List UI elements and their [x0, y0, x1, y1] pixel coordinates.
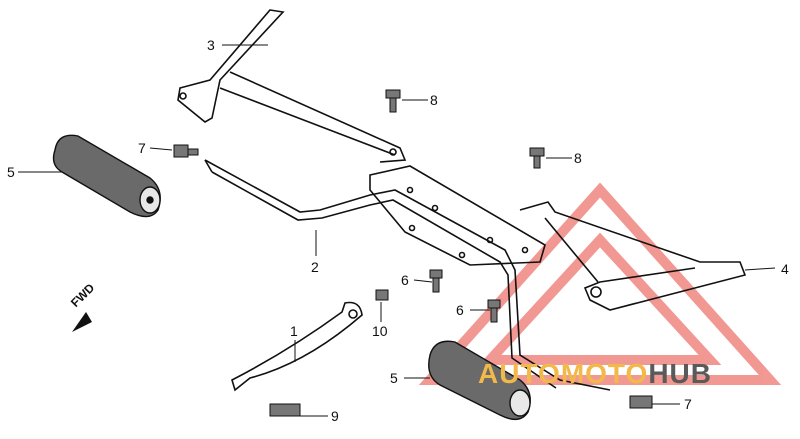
callout-5-bottom: 5 — [390, 370, 398, 386]
callout-6-upper: 6 — [401, 272, 409, 288]
lower-stay-part — [231, 301, 363, 392]
spring-9 — [269, 403, 301, 417]
callout-6-lower: 6 — [456, 302, 464, 318]
callout-8-upper: 8 — [430, 92, 438, 108]
callout-8-right: 8 — [574, 150, 582, 166]
bolt-8-right — [529, 147, 545, 169]
callout-10: 10 — [372, 323, 388, 339]
watermark-part2: HUB — [648, 358, 712, 389]
callout-5-left: 5 — [7, 164, 15, 180]
callout-4: 4 — [781, 261, 789, 277]
bolt-6-lower — [487, 299, 501, 323]
forward-direction-arrow — [72, 312, 92, 332]
left-footpeg-rubber — [52, 134, 161, 218]
watermark-part1: AUTOMOTO — [478, 358, 649, 389]
right-bracket-part — [519, 201, 747, 311]
watermark-text: AUTOMOTOHUB — [478, 358, 712, 390]
callout-9: 9 — [331, 408, 339, 424]
bottom-footpeg-rubber — [428, 340, 531, 420]
callout-3: 3 — [207, 37, 215, 53]
step-bar-part — [204, 159, 611, 391]
callout-1: 1 — [290, 323, 298, 339]
callout-7-right: 7 — [684, 396, 692, 412]
upper-bracket-part — [177, 9, 407, 163]
pin-7-left — [173, 144, 199, 158]
bolt-10 — [375, 289, 389, 301]
callout-7-left: 7 — [138, 140, 146, 156]
pin-7-right — [629, 395, 653, 409]
bolt-6-upper — [429, 269, 443, 293]
leader-lines — [18, 44, 776, 417]
watermark-logo — [418, 182, 782, 385]
callout-2: 2 — [311, 259, 319, 275]
bolt-8-upper — [385, 89, 401, 113]
